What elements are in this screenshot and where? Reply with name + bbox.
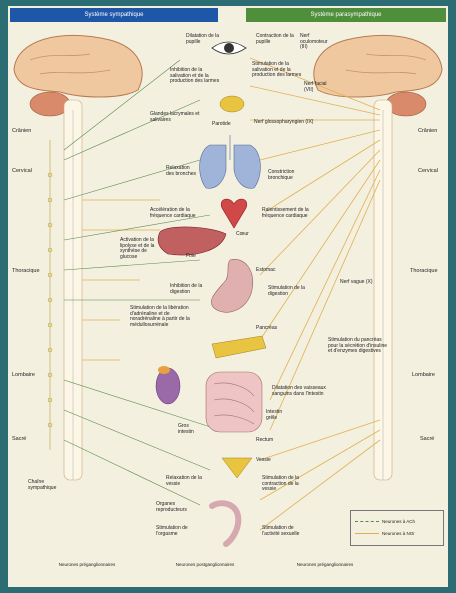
label-glycogen: Activation de la lipolyse et de la synth… bbox=[120, 238, 156, 260]
label-heart-acceleration: Accélération de la fréquence cardiaque bbox=[150, 208, 210, 219]
label-inhibit-salivation: Inhibition de la salivation et de la pro… bbox=[170, 68, 222, 85]
bladder bbox=[222, 458, 252, 478]
left-spine bbox=[64, 100, 82, 480]
label-glossopharyngeal: Nerf glossopharyngien (IX) bbox=[254, 120, 334, 126]
label-pupil-contraction: Contraction de la pupille bbox=[256, 34, 294, 45]
legend: Neurones à ACh Neurones à NOr bbox=[350, 510, 444, 546]
label-inhibit-digestion: Inhibition de la digestion bbox=[170, 284, 206, 295]
legend-item-ach: Neurones à ACh bbox=[355, 519, 441, 524]
label-facial-nerve: Nerf facial (VII) bbox=[304, 82, 334, 93]
label-rectum: Rectum bbox=[256, 438, 282, 444]
label-vessel-dilation: Dilatation des vaisseaux sanguins dans l… bbox=[272, 386, 340, 397]
left-region-sacral: Sacré bbox=[12, 436, 26, 442]
right-region-cranial: Crânien bbox=[418, 128, 437, 134]
label-bronchial-relaxation: Relaxation des bronches bbox=[166, 166, 198, 177]
label-reproductive: Organes reproducteurs bbox=[156, 502, 200, 513]
right-region-thoracic: Thoracique bbox=[410, 268, 438, 274]
adrenal-kidney bbox=[156, 366, 180, 404]
legend-item-nor: Neurones à NOr bbox=[355, 531, 441, 536]
right-region-cervical: Cervical bbox=[418, 168, 438, 174]
salivary-gland bbox=[220, 96, 244, 112]
legend-swatch-ach bbox=[355, 521, 379, 522]
bottom-caption-left: Neurones préganglionnaires bbox=[52, 562, 122, 567]
label-stomach: Estomac bbox=[256, 268, 286, 274]
label-bronchial-constriction: Constriction bronchique bbox=[268, 170, 308, 181]
label-heart: Cœur bbox=[236, 232, 256, 238]
label-pancreas: Pancréas bbox=[256, 326, 286, 332]
label-oculomotor-nerve: Nerf oculomoteur (III) bbox=[300, 34, 336, 51]
left-region-thoracic: Thoracique bbox=[12, 268, 40, 274]
label-bladder: Vessie bbox=[256, 458, 282, 464]
legend-label-nor: Neurones à NOr bbox=[382, 531, 415, 536]
intestines bbox=[206, 372, 262, 432]
pancreas bbox=[212, 336, 266, 358]
left-region-lumbar: Lombaire bbox=[12, 372, 35, 378]
right-region-lumbar: Lombaire bbox=[412, 372, 435, 378]
label-small-intestine: Intestin grêle bbox=[266, 410, 292, 421]
legend-swatch-nor bbox=[355, 533, 379, 534]
label-parotid: Parotide bbox=[212, 122, 242, 128]
label-stimulate-salivation: Stimulation de la salivation et de la pr… bbox=[252, 62, 304, 79]
right-region-sacral: Sacré bbox=[420, 436, 434, 442]
label-adrenal-release: Stimulation de la libération d'adrénalin… bbox=[130, 306, 192, 328]
reproductive-organ bbox=[212, 503, 238, 544]
left-region-cranial: Crânien bbox=[12, 128, 31, 134]
stomach bbox=[211, 259, 252, 312]
label-orgasm: Stimulation de l'orgasme bbox=[156, 526, 204, 537]
heart bbox=[221, 199, 247, 228]
label-bladder-relaxation: Relaxation de la vessie bbox=[166, 476, 202, 487]
liver bbox=[158, 227, 226, 255]
label-bladder-contraction: Stimulation de la contraction de la vess… bbox=[262, 476, 308, 493]
label-pancreas-stimulation: Stimulation du pancréas pour la sécrétio… bbox=[328, 338, 388, 355]
label-heart-slowing: Ralentissement de la fréquence cardiaque bbox=[262, 208, 320, 219]
label-vagus-nerve: Nerf vague (X) bbox=[340, 280, 374, 286]
label-pupil-dilation: Dilatation de la pupille bbox=[186, 34, 226, 45]
bottom-caption-center: Neurones postganglionnaires bbox=[170, 562, 240, 567]
legend-label-ach: Neurones à ACh bbox=[382, 519, 415, 524]
label-stimulate-digestion: Stimulation de la digestion bbox=[268, 286, 312, 297]
label-sympathetic-chain: Chaîne sympathique bbox=[28, 480, 64, 491]
label-large-intestine: Gros intestin bbox=[178, 424, 204, 435]
left-region-cervical: Cervical bbox=[12, 168, 32, 174]
label-sexual-activity: Stimulation de l'activité sexuelle bbox=[262, 526, 310, 537]
label-liver: Foie bbox=[186, 254, 206, 260]
right-spine bbox=[374, 100, 392, 480]
lungs bbox=[200, 135, 261, 188]
bottom-caption-right: Neurones préganglionnaires bbox=[290, 562, 360, 567]
label-glands: Glandes lacrymales et salivaires bbox=[150, 112, 208, 123]
